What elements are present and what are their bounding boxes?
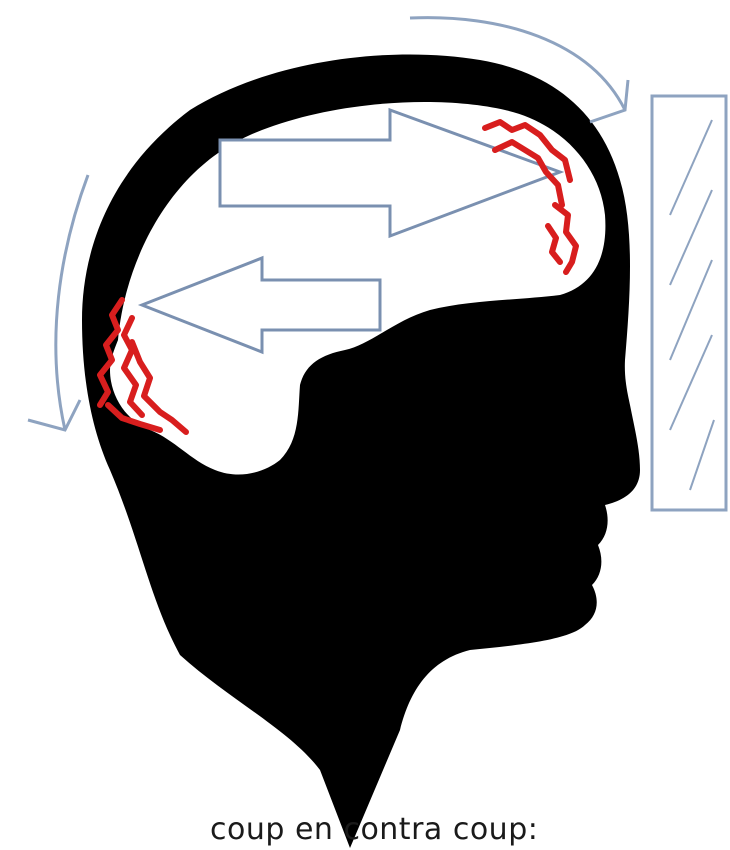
motion-arrow-curved-left-head [28, 400, 80, 430]
wall-rect [652, 96, 726, 510]
diagram-caption: coup en contra coup: [210, 812, 538, 847]
